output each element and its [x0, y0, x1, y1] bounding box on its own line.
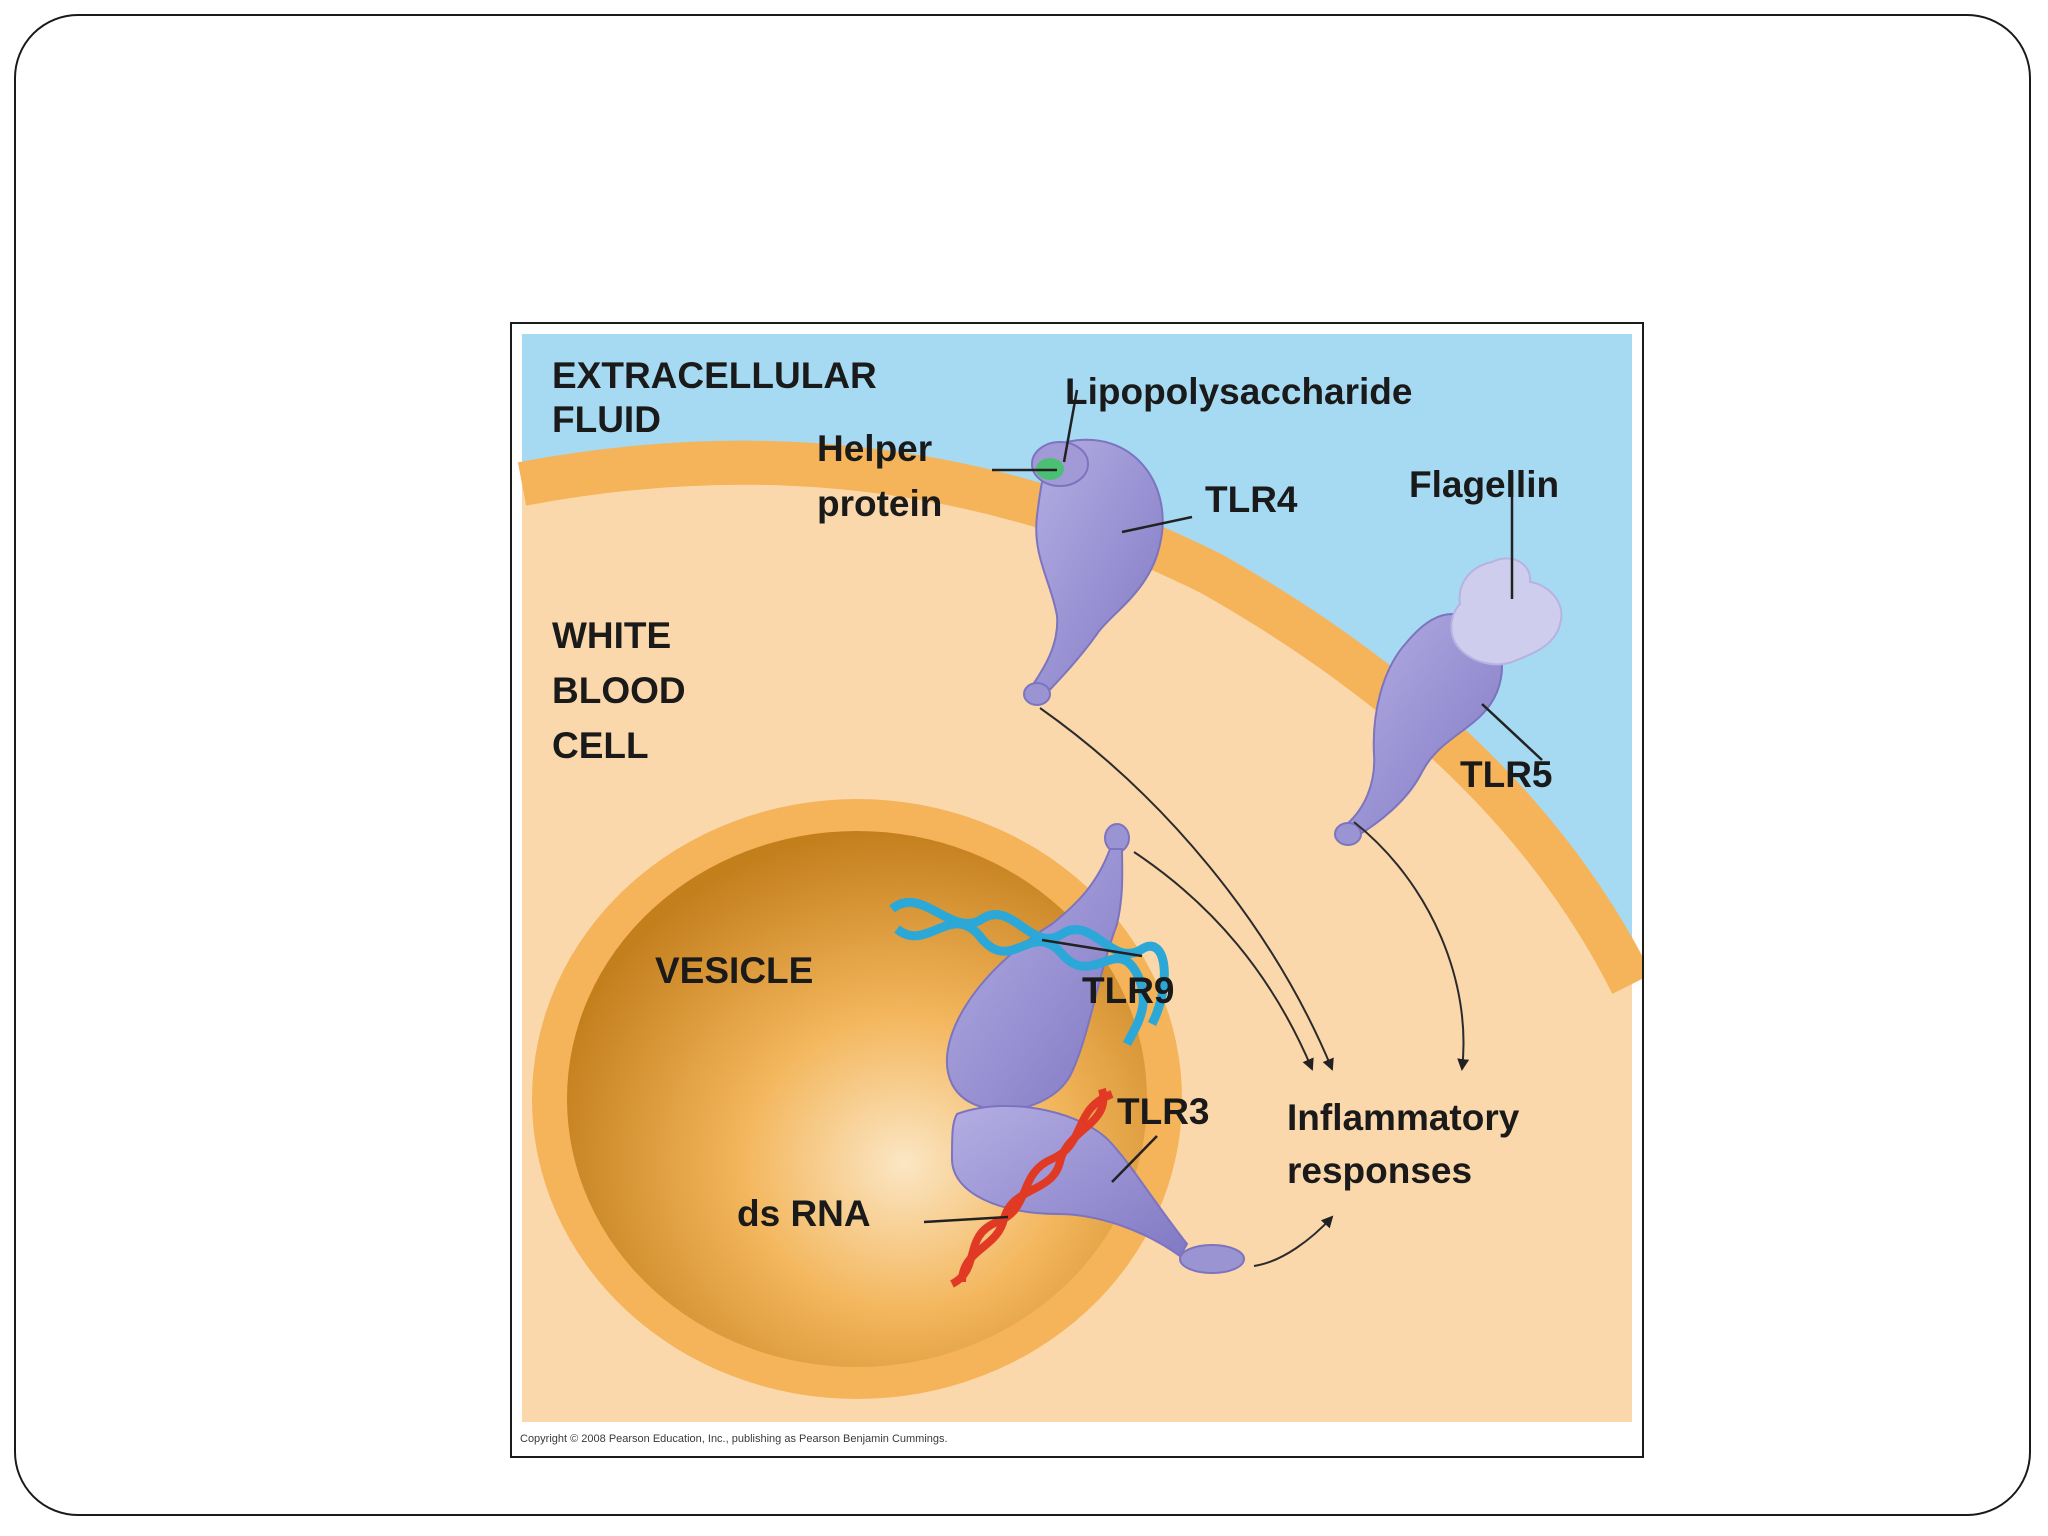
lipopolysaccharide-label: Lipopolysaccharide — [1065, 371, 1413, 412]
inflammatory-responses-label-line1: Inflammatory — [1287, 1097, 1520, 1138]
tlr3-signal-arrow — [1253, 1215, 1334, 1267]
helper-protein-label-line1: Helper — [817, 428, 932, 469]
inflammatory-responses-label-line2: responses — [1287, 1150, 1472, 1191]
tlr-diagram: EXTRACELLULAR FLUID Lipopolysaccharide H… — [517, 334, 1642, 1445]
vesicle-lumen — [567, 831, 1147, 1367]
tlr9-signal-arrow — [1133, 851, 1314, 1071]
plasma-membrane — [517, 440, 1642, 994]
tlr5-receptor — [1334, 612, 1503, 846]
tlr5-label: TLR5 — [1460, 754, 1553, 795]
dna-double-helix — [889, 897, 1169, 1047]
extracellular-fluid-label-line2: FLUID — [552, 399, 661, 440]
tlr4-label: TLR4 — [1205, 479, 1298, 520]
tlr-diagram-figure: EXTRACELLULAR FLUID Lipopolysaccharide H… — [510, 322, 1644, 1458]
flagellin-molecule — [1450, 557, 1563, 666]
helper-protein-label-line2: protein — [817, 483, 942, 524]
white-blood-cell-label-line1: WHITE — [552, 615, 671, 656]
white-blood-cell-label-line2: BLOOD — [552, 670, 686, 711]
tlr9-label: TLR9 — [1082, 970, 1175, 1011]
copyright-notice: Copyright © 2008 Pearson Education, Inc.… — [520, 1433, 948, 1445]
extracellular-region — [522, 334, 1632, 984]
tlr3-label: TLR3 — [1117, 1091, 1210, 1132]
flagellin-label: Flagellin — [1409, 464, 1559, 505]
ds-rna-double-helix — [949, 1087, 1114, 1288]
leader-lines — [923, 389, 1543, 1224]
vesicle-label: VESICLE — [655, 950, 813, 991]
extracellular-fluid-label-line1: EXTRACELLULAR — [552, 355, 877, 396]
white-blood-cell-label-line3: CELL — [552, 725, 649, 766]
tlr4-receptor — [1023, 438, 1164, 706]
ds-rna-label: ds RNA — [737, 1193, 871, 1234]
tlr5-signal-arrow — [1353, 821, 1470, 1071]
tlr4-signal-arrow — [1039, 707, 1334, 1071]
tlr9-receptor — [946, 823, 1130, 1111]
